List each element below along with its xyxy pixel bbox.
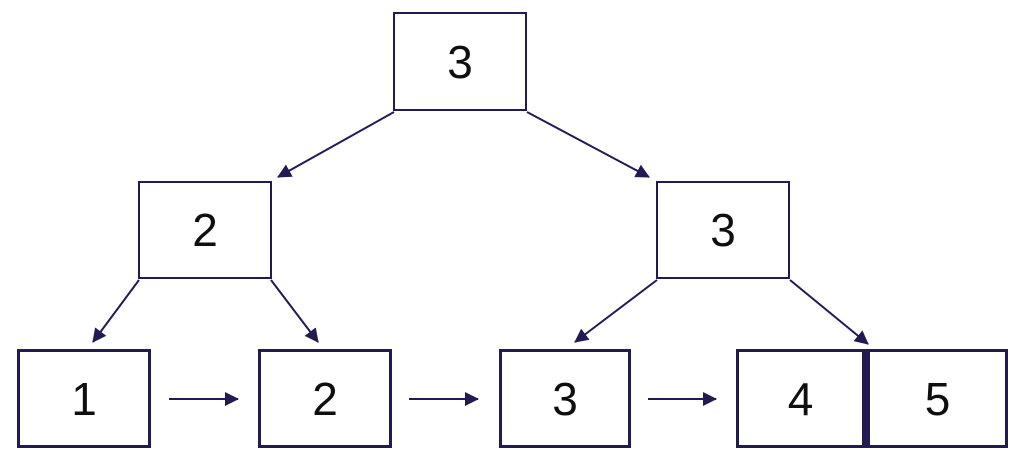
node-leaf-3-label: 3 <box>552 372 578 425</box>
edge-right-child-to-leaf3 <box>574 279 658 343</box>
node-level2-right-label: 3 <box>710 204 736 256</box>
edge-left-child-to-leaf1 <box>92 279 140 343</box>
leaf-4-5-divider <box>862 352 870 445</box>
edge-right-child-to-leaf45-divider <box>789 279 869 345</box>
node-leaf-3: 3 <box>499 349 631 448</box>
node-leaf-2: 2 <box>258 349 392 448</box>
node-root: 3 <box>393 12 527 111</box>
node-leaf-5-label: 5 <box>924 372 951 425</box>
node-leaf-4-label: 4 <box>787 372 814 425</box>
node-leaf-1-label: 1 <box>71 372 97 425</box>
node-leaf-4: 4 <box>739 352 862 445</box>
node-leaf-1: 1 <box>17 349 151 448</box>
edge-root-to-left-child <box>277 111 395 178</box>
node-level2-right: 3 <box>656 181 790 279</box>
node-leaf-5: 5 <box>870 352 1005 445</box>
edge-left-child-to-leaf2 <box>270 279 319 343</box>
edge-root-to-right-child <box>526 111 650 178</box>
node-level2-left-label: 2 <box>192 204 218 256</box>
node-leaf-4-5: 4 5 <box>736 349 1008 448</box>
node-level2-left: 2 <box>138 181 272 279</box>
node-leaf-2-label: 2 <box>312 372 338 425</box>
node-root-label: 3 <box>447 35 473 88</box>
